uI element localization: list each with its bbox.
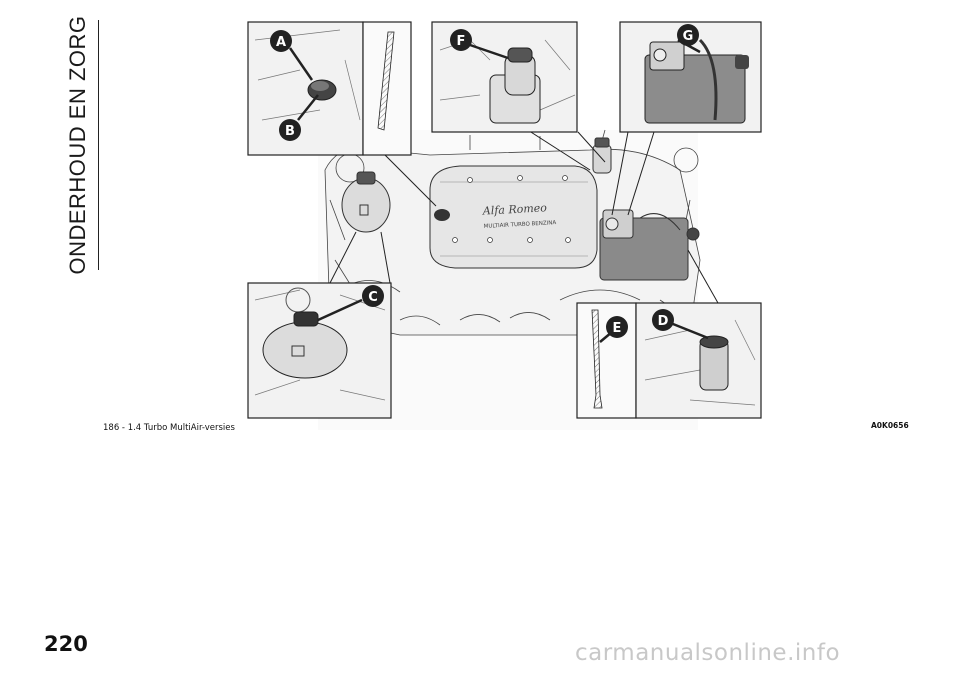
brake-fluid-reservoir (592, 137, 612, 174)
figure-caption: 186 - 1.4 Turbo MultiAir-versies (103, 423, 235, 433)
callout-a: A (270, 30, 292, 52)
inset-oil-filler (247, 21, 364, 156)
callout-g: G (677, 24, 699, 46)
battery (599, 209, 700, 281)
engine-cover: Alfa Romeo MULTIAIR TURBO BENZINA (429, 165, 598, 269)
callout-b: B (279, 119, 301, 141)
inset-gauge (576, 302, 637, 419)
callout-e: E (606, 316, 628, 338)
callout-d: D (652, 309, 674, 331)
callout-label-g: G (683, 29, 694, 44)
inset-dipstick (362, 21, 412, 156)
callout-f: F (450, 29, 472, 51)
callout-label-f: F (457, 34, 466, 49)
page-number: 220 (44, 632, 88, 656)
callout-label-e: E (613, 321, 622, 336)
coolant-reservoir (341, 171, 391, 233)
engine-cover-brand: Alfa Romeo (481, 201, 547, 217)
oil-filler-cap (434, 209, 450, 221)
callout-label-c: C (368, 290, 378, 305)
section-title-bar: ONDERHOUD EN ZORG (58, 15, 99, 275)
callout-c: C (362, 285, 384, 307)
leader-lines (329, 126, 719, 304)
callout-label-d: D (658, 314, 669, 329)
callout-label-a: A (276, 35, 286, 50)
figure-code: A0K0656 (871, 421, 909, 430)
watermark: carmanualsonline.info (575, 640, 841, 666)
callout-label-b: B (285, 124, 295, 139)
engine-cover-model: MULTIAIR TURBO BENZINA (484, 220, 557, 230)
inset-coolant (247, 282, 392, 419)
